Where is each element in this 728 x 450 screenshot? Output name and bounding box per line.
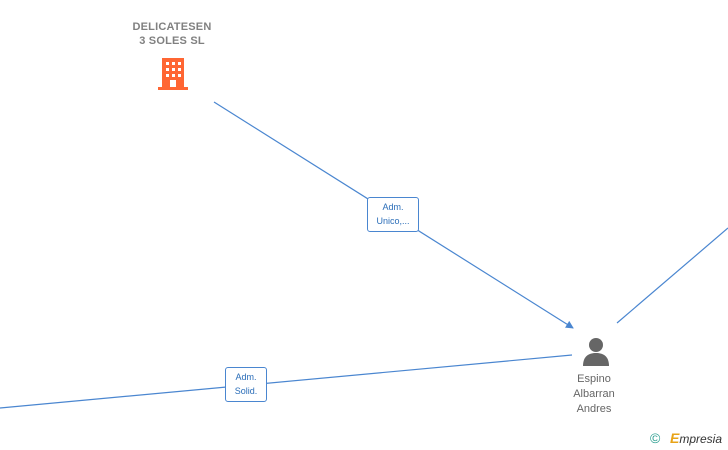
edge-label-adm-unico[interactable]: Adm. Unico,... — [367, 197, 419, 232]
person-icon[interactable] — [581, 336, 611, 368]
copyright-icon: © — [650, 430, 661, 446]
edge-label-line-1: Adm. — [235, 372, 257, 382]
logo-initial: E — [670, 430, 680, 446]
company-name[interactable]: DELICATESEN 3 SOLES SL — [112, 20, 232, 48]
company-name-line-2: 3 SOLES SL — [139, 35, 205, 47]
person-name-line-3: Andres — [576, 403, 612, 415]
edge-person-to-right — [616, 227, 728, 324]
edge-person-to-left — [0, 354, 573, 409]
person-name-line-1: Espino — [577, 373, 611, 385]
building-icon[interactable] — [157, 56, 189, 92]
edge-label-adm-solid[interactable]: Adm. Solid. — [225, 367, 267, 402]
company-name-line-1: DELICATESEN — [132, 21, 212, 33]
edge-label-line-2: Solid. — [234, 386, 258, 396]
empresia-logo: Empresia — [670, 430, 722, 447]
person-name[interactable]: Espino Albarran Andres — [555, 372, 633, 417]
person-name-line-2: Albarran — [573, 388, 615, 400]
logo-text: mpresia — [679, 432, 723, 446]
edge-label-line-2: Unico,... — [376, 216, 410, 226]
edge-label-line-1: Adm. — [382, 202, 404, 212]
